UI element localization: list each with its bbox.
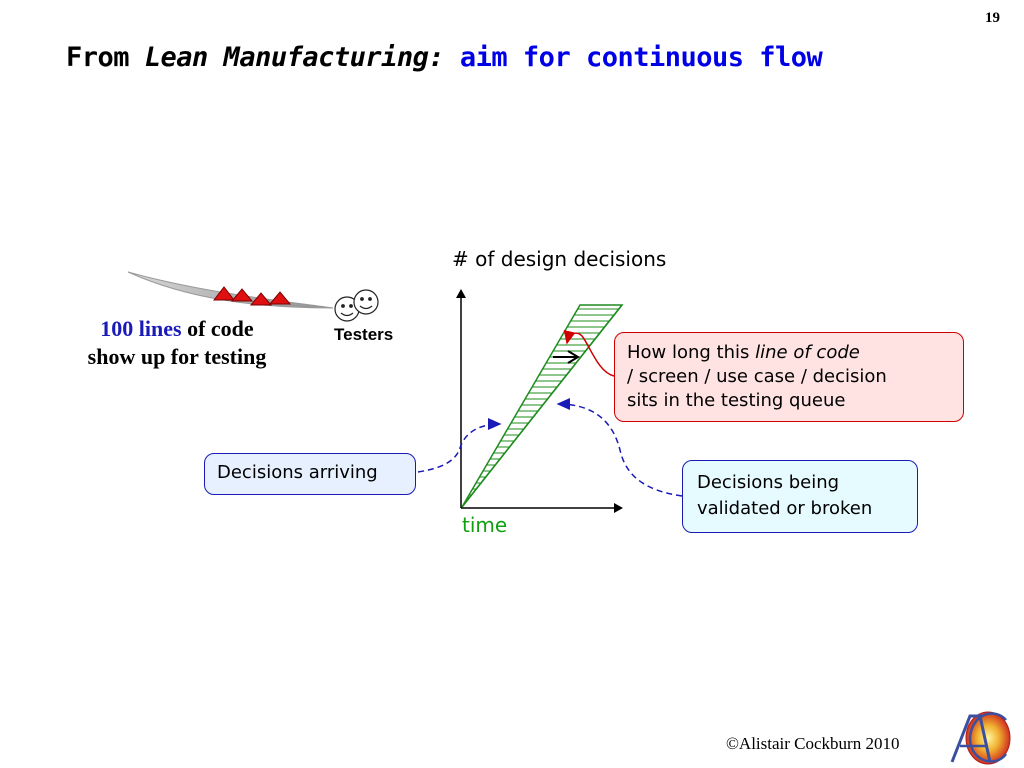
x-axis-label: time — [462, 513, 508, 537]
validated-line2: validated or broken — [697, 498, 873, 519]
slide-number: 19 — [985, 10, 1000, 26]
red-triangle-icon — [212, 286, 292, 306]
testers-label: Testers — [334, 325, 394, 344]
decisions-validated-callout: Decisions being validated or broken — [682, 460, 918, 533]
title-highlight: aim for continuous flow — [459, 42, 823, 73]
queue-line2: / screen / use case / decision — [627, 366, 887, 387]
gray-sweep-shape — [127, 271, 334, 309]
lines-line2: show up for testing — [87, 344, 267, 369]
decisions-arriving-callout: Decisions arriving — [204, 453, 416, 495]
queue-line1-italic: line of code — [755, 342, 860, 363]
blue-dashed-connector-arriving — [417, 418, 502, 473]
queue-line1-prefix: How long this — [627, 342, 756, 363]
smiley-face-icon — [334, 289, 379, 322]
y-axis-label: # of design decisions — [452, 247, 667, 271]
red-connector — [563, 329, 615, 377]
copyright-notice: ©Alistair Cockburn 2010 — [726, 734, 900, 753]
title-italic: Lean Manufacturing: — [144, 42, 445, 73]
logo-ac-icon — [950, 711, 1011, 765]
queue-line3: sits in the testing queue — [627, 390, 846, 411]
slide-title: From Lean Manufacturing: aim for continu… — [66, 42, 823, 73]
title-prefix: From — [66, 42, 145, 73]
lines-rest: of code — [181, 316, 254, 341]
validated-line1: Decisions being — [697, 472, 840, 493]
lines-highlight: 100 lines — [100, 316, 182, 341]
horizontal-arrow-icon — [553, 350, 580, 364]
arriving-text: Decisions arriving — [217, 462, 378, 483]
lines-of-code-caption: 100 lines of code show up for testing — [40, 315, 314, 371]
blue-dashed-connector-validated — [556, 398, 683, 497]
queue-time-callout: How long this line of code / screen / us… — [614, 332, 964, 422]
